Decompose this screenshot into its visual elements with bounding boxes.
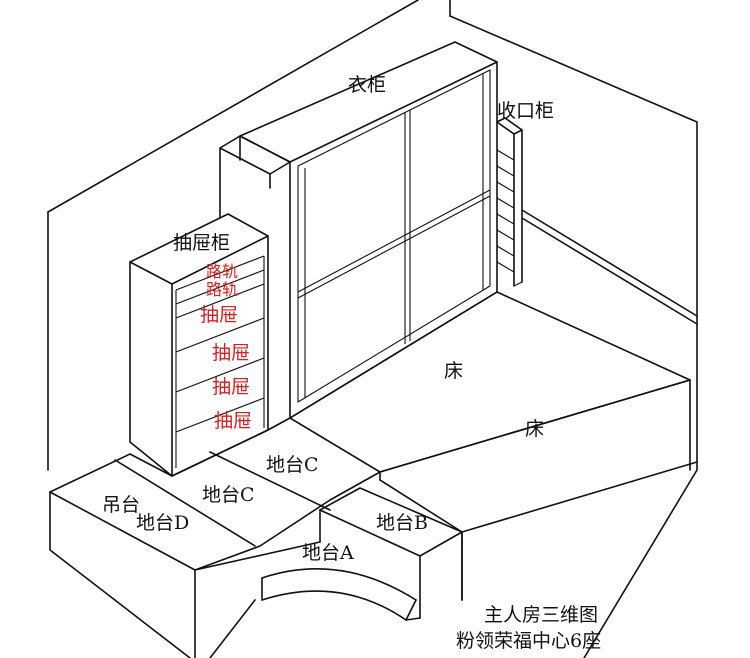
- drawer-label-3: 抽屉: [212, 376, 251, 398]
- closing-cabinet-label: 收口柜: [497, 100, 555, 122]
- rail-label-1: 路轨: [206, 262, 239, 281]
- drawer-cabinet-label: 抽屉柜: [173, 232, 231, 254]
- caption-line-1: 主人房三维图: [484, 604, 599, 626]
- caption-line-2: 粉领荣福中心6座: [456, 630, 602, 652]
- drawer-label-1: 抽屉: [200, 304, 239, 326]
- platform-d-label: 地台D: [136, 512, 190, 534]
- bed-label-1: 床: [444, 360, 464, 382]
- hanging-platform-label: 吊台: [102, 494, 141, 516]
- wardrobe-label: 衣柜: [348, 74, 387, 96]
- platform-c-label-1: 地台C: [266, 454, 319, 476]
- closing-cabinet: [496, 117, 523, 287]
- platforms: [49, 417, 463, 658]
- room-walls: [47, 0, 698, 658]
- platform-a-label: 地台A: [302, 542, 354, 564]
- drawer-label-2: 抽屉: [212, 342, 251, 364]
- rail-label-2: 路轨: [206, 280, 239, 299]
- platform-c-label-2: 地台C: [202, 484, 255, 506]
- platform-b-label: 地台B: [376, 512, 428, 534]
- bed-label-2: 床: [525, 418, 545, 440]
- drawer-label-4: 抽屉: [214, 410, 253, 432]
